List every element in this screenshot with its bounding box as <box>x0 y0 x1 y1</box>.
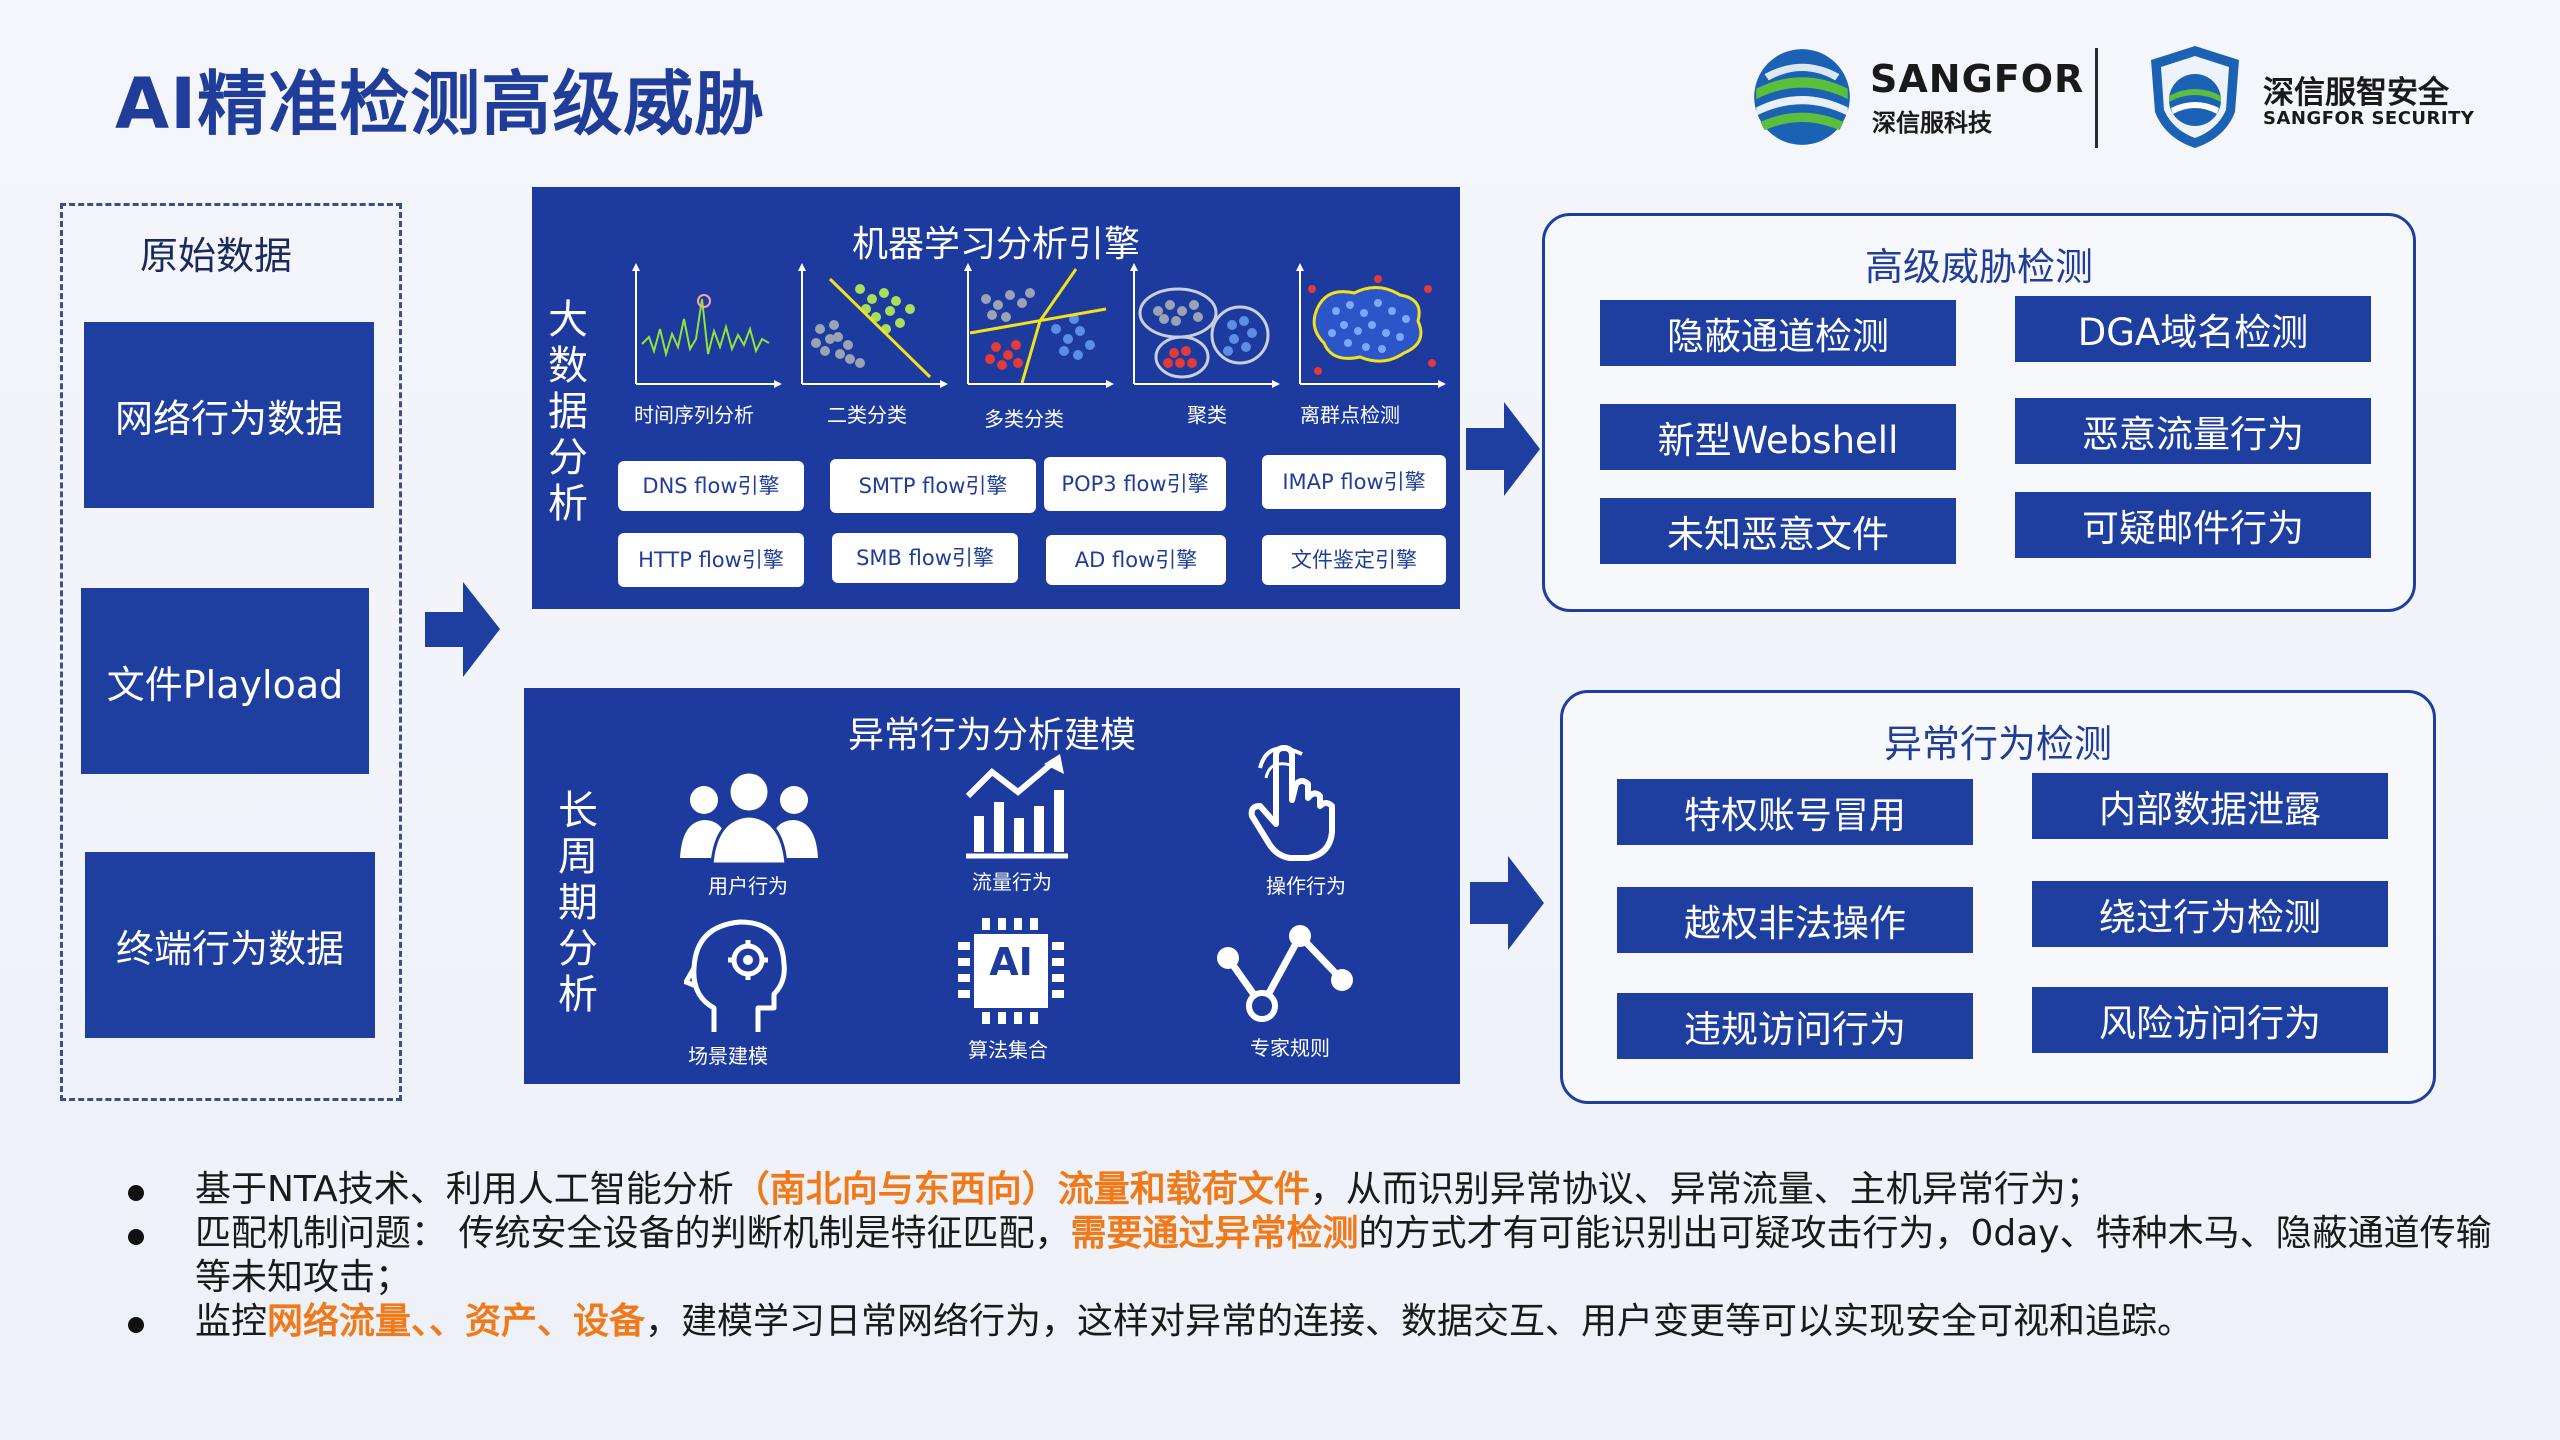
ai-chip-icon <box>958 918 1064 1024</box>
bullet-item: 匹配机制问题： 传统安全设备的判断机制是特征匹配，需要通过异常检测的方式才有可能… <box>120 1212 2520 1300</box>
threat-item: 隐蔽通道检测 <box>1600 300 1956 366</box>
bullet-dot-icon <box>128 1229 144 1245</box>
ab-side-label: 长 周 期 分 析 <box>556 788 600 1018</box>
bullet-text: ，从而识别异常协议、异常流量、主机异常行为； <box>1309 1169 2102 1210</box>
bullet-dot-icon <box>128 1317 144 1333</box>
icon-caption: 用户行为 <box>708 874 788 898</box>
bullet-text: 基于NTA技术、利用人工智能分析 <box>195 1169 734 1210</box>
engine-smtp: SMTP flow引擎 <box>830 459 1036 513</box>
engine-dns: DNS flow引擎 <box>618 461 804 511</box>
chart-caption: 多类分类 <box>984 407 1064 431</box>
clustering-chart-icon <box>1130 263 1280 388</box>
anomaly-modeling-panel: 异常行为分析建模 长 周 期 分 析 用户行为 流量行为 操作行为 <box>524 688 1460 1084</box>
anomaly-item: 特权账号冒用 <box>1617 779 1973 845</box>
sangfor-name: SANGFOR <box>1870 57 2085 101</box>
security-name: 深信服智安全 <box>2263 75 2449 111</box>
bullet-item: 基于NTA技术、利用人工智能分析（南北向与东西向）流量和载荷文件，从而识别异常协… <box>120 1168 2520 1212</box>
ab-panel-title: 异常行为分析建模 <box>847 715 1136 756</box>
icon-caption: 专家规则 <box>1250 1036 1330 1060</box>
flow-arrow-icon <box>1466 402 1540 496</box>
anomaly-detection-panel: 异常行为检测 特权账号冒用 内部数据泄露 越权非法操作 绕过行为检测 违规访问行… <box>1560 690 2436 1104</box>
chart-caption: 离群点检测 <box>1300 403 1400 427</box>
ai-chip-text: AI <box>989 940 1033 984</box>
bullet-dot-icon <box>128 1185 144 1201</box>
traffic-chart-icon <box>965 754 1068 859</box>
icon-caption: 场景建模 <box>688 1044 768 1068</box>
bullet-highlight: 需要通过异常检测 <box>1070 1213 1359 1254</box>
bullet-highlight: 网络流量、、资产、设备 <box>267 1301 646 1342</box>
side-char: 周 <box>558 834 598 880</box>
sangfor-security-logo: 深信服智安全 SANGFOR SECURITY <box>2145 42 2475 152</box>
time-series-chart-icon <box>632 263 782 388</box>
bullet-text: 的方式才有可能识别出可疑攻击行为，0day、特种木马、隐蔽通道传输等未知攻击； <box>195 1213 2492 1298</box>
chart-caption: 二类分类 <box>827 403 907 427</box>
icon-caption: 算法集合 <box>968 1038 1048 1062</box>
chart-caption: 时间序列分析 <box>634 403 754 427</box>
outlier-detection-chart-icon <box>1296 263 1446 388</box>
anomaly-item: 绕过行为检测 <box>2032 881 2388 947</box>
bullet-highlight: （南北向与东西向）流量和载荷文件 <box>733 1169 1310 1210</box>
bullet-text: 监控 <box>195 1301 268 1342</box>
bullet-text: ，建模学习日常网络行为，这样对异常的连接、数据交互、用户变更等可以实现安全可视和… <box>645 1301 2194 1342</box>
sangfor-sub: 深信服科技 <box>1872 109 1992 137</box>
engine-http: HTTP flow引擎 <box>618 533 804 587</box>
threat-item: 可疑邮件行为 <box>2015 492 2371 558</box>
threat-item: 新型Webshell <box>1600 404 1956 470</box>
binary-classification-chart-icon <box>798 263 948 388</box>
ml-panel-title: 机器学习分析引擎 <box>851 224 1140 265</box>
threat-item: 恶意流量行为 <box>2015 398 2371 464</box>
engine-ad: AD flow引擎 <box>1046 535 1226 585</box>
engine-imap: IMAP flow引擎 <box>1262 455 1446 509</box>
anomaly-item: 违规访问行为 <box>1617 993 1973 1059</box>
raw-item-network: 网络行为数据 <box>84 322 374 508</box>
side-char: 期 <box>558 880 598 926</box>
threat-item: DGA域名检测 <box>2015 296 2371 362</box>
ml-engine-panel: 机器学习分析引擎 大 数 据 分 析 时间序列分析 二类分类 <box>532 187 1460 609</box>
raw-data-container <box>60 203 402 1101</box>
bullet-text: 匹配机制问题： 传统安全设备的判断机制是特征匹配， <box>195 1213 1071 1254</box>
side-char: 分 <box>548 435 588 481</box>
ml-side-label: 大 数 据 分 析 <box>546 297 590 527</box>
side-char: 据 <box>548 389 588 435</box>
flow-arrow-icon <box>425 582 500 677</box>
shield-icon <box>2151 46 2239 148</box>
icon-caption: 流量行为 <box>972 870 1052 894</box>
network-nodes-icon <box>1217 925 1353 1022</box>
anomaly-panel-title: 异常行为检测 <box>1883 722 2112 766</box>
engine-file: 文件鉴定引擎 <box>1262 535 1446 585</box>
anomaly-item: 内部数据泄露 <box>2032 773 2388 839</box>
head-gear-icon <box>684 919 787 1032</box>
flow-arrow-icon <box>1470 856 1544 950</box>
icon-caption: 操作行为 <box>1266 874 1346 898</box>
page-title: AI精准检测高级威胁 <box>115 63 766 145</box>
raw-item-endpoint: 终端行为数据 <box>85 852 375 1038</box>
side-char: 长 <box>558 788 598 834</box>
raw-data-title: 原始数据 <box>140 234 293 278</box>
threat-item: 未知恶意文件 <box>1600 498 1956 564</box>
anomaly-item: 风险访问行为 <box>2032 987 2388 1053</box>
sangfor-logo: SANGFOR 深信服科技 <box>1750 45 2083 145</box>
engine-smb: SMB flow引擎 <box>832 533 1018 583</box>
sangfor-globe-icon <box>1754 49 1850 145</box>
multiclass-chart-icon <box>964 263 1114 388</box>
raw-item-file: 文件Playload <box>81 588 369 774</box>
users-icon <box>680 770 818 866</box>
bullet-list: 基于NTA技术、利用人工智能分析（南北向与东西向）流量和载荷文件，从而识别异常协… <box>120 1168 2520 1344</box>
bullet-item: 监控网络流量、、资产、设备，建模学习日常网络行为，这样对异常的连接、数据交互、用… <box>120 1300 2520 1344</box>
side-char: 大 <box>548 297 588 343</box>
chart-caption: 聚类 <box>1187 403 1227 427</box>
logo-divider <box>2095 48 2098 148</box>
side-char: 析 <box>548 481 588 527</box>
side-char: 析 <box>558 972 598 1018</box>
side-char: 分 <box>558 926 598 972</box>
engine-pop3: POP3 flow引擎 <box>1044 457 1226 511</box>
hand-pointer-icon <box>1248 745 1335 861</box>
side-char: 数 <box>548 343 588 389</box>
security-sub: SANGFOR SECURITY <box>2263 108 2475 129</box>
anomaly-item: 越权非法操作 <box>1617 887 1973 953</box>
threat-detection-panel: 高级威胁检测 隐蔽通道检测 DGA域名检测 新型Webshell 恶意流量行为 … <box>1542 213 2416 612</box>
threat-panel-title: 高级威胁检测 <box>1864 245 2093 289</box>
